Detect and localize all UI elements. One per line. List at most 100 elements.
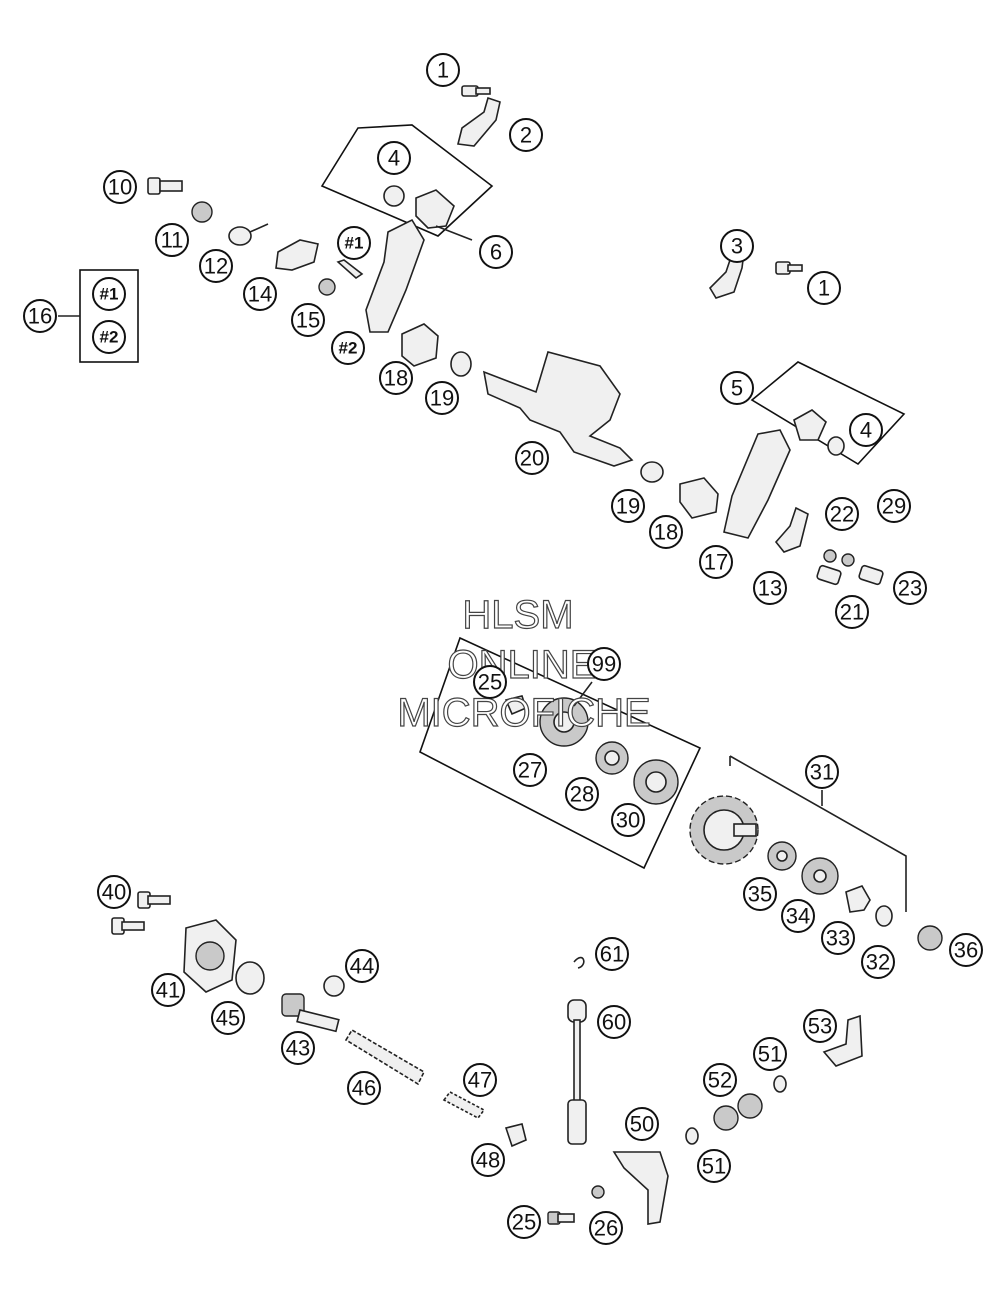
part-washer-51-upper	[773, 1075, 787, 1093]
svg-text:18: 18	[654, 520, 678, 545]
callout-1-top: 1	[426, 53, 460, 87]
callout-26: 26	[589, 1211, 623, 1245]
callout-23: 23	[893, 571, 927, 605]
part-bushing-18-left	[401, 323, 439, 367]
svg-text:99: 99	[592, 652, 616, 677]
svg-text:45: 45	[216, 1006, 240, 1031]
svg-text:#2: #2	[100, 328, 119, 347]
callout-25-bottom: 25	[507, 1205, 541, 1239]
part-rod-60	[567, 999, 587, 1145]
svg-text:61: 61	[600, 942, 624, 967]
callout-40: 40	[97, 875, 131, 909]
callout-36: 36	[949, 933, 983, 967]
callout-29: 29	[877, 489, 911, 523]
callout-22: 22	[825, 497, 859, 531]
callout-5: 5	[720, 371, 754, 405]
svg-text:1: 1	[437, 58, 449, 83]
svg-text:26: 26	[594, 1216, 618, 1241]
callout-32: 32	[861, 945, 895, 979]
part-washer-51-lower	[685, 1127, 699, 1145]
callout-4-right: 4	[849, 413, 883, 447]
svg-text:29: 29	[882, 494, 906, 519]
part-bushing-18-right	[679, 477, 719, 519]
svg-text:18: 18	[384, 366, 408, 391]
callout-52: 52	[703, 1063, 737, 1097]
part-washer-29	[841, 553, 855, 567]
part-lever-17	[723, 429, 791, 539]
upper-assembly	[147, 85, 906, 586]
kit-box-5	[750, 361, 906, 466]
svg-text:20: 20	[520, 446, 544, 471]
svg-text:14: 14	[248, 282, 272, 307]
watermark-line-2: ONLINE	[448, 643, 597, 687]
part-o-ring-19-right	[640, 461, 664, 483]
part-bushing-52	[713, 1105, 739, 1131]
watermark: HLSM ONLINE MICROFICHE	[397, 592, 652, 735]
part-o-ring-4-top	[383, 185, 405, 207]
svg-text:34: 34	[786, 904, 810, 929]
callout-43: 43	[281, 1031, 315, 1065]
callout-27: 27	[513, 753, 547, 787]
callout-35: 35	[743, 877, 777, 911]
svg-text:#1: #1	[345, 234, 364, 253]
callout-16: 16	[23, 299, 57, 333]
svg-text:23: 23	[898, 576, 922, 601]
callout-34: 34	[781, 899, 815, 933]
callout-11: 11	[155, 223, 189, 257]
part-valve-5	[793, 409, 827, 441]
callout-53: 53	[803, 1009, 837, 1043]
svg-text:53: 53	[808, 1014, 832, 1039]
svg-text:28: 28	[570, 782, 594, 807]
svg-text:19: 19	[616, 494, 640, 519]
svg-text:60: 60	[602, 1010, 626, 1035]
svg-text:1: 1	[818, 276, 830, 301]
part-nut-11	[191, 201, 213, 223]
callout-45: 45	[211, 1001, 245, 1035]
svg-text:22: 22	[830, 502, 854, 527]
part-bearing-36	[917, 925, 943, 951]
part-bolts-40	[111, 891, 171, 935]
callout-50: 50	[625, 1107, 659, 1141]
svg-text:33: 33	[826, 926, 850, 951]
part-screw-1-top	[461, 85, 491, 97]
svg-text:51: 51	[702, 1154, 726, 1179]
part-circlip-32	[875, 905, 893, 927]
part-spring-47	[442, 1090, 486, 1120]
svg-text:3: 3	[731, 234, 743, 259]
svg-text:25: 25	[478, 670, 502, 695]
svg-text:11: 11	[161, 228, 184, 253]
svg-text:43: 43	[286, 1036, 310, 1061]
svg-text:44: 44	[350, 954, 374, 979]
callout-19-left: 19	[425, 381, 459, 415]
part-spring-46	[344, 1028, 426, 1086]
part-spring-12	[228, 223, 269, 246]
callout-lever-2: #2	[331, 331, 365, 365]
part-o-ring-4-right	[827, 436, 845, 456]
callout-10: 10	[103, 170, 137, 204]
kit-box-6	[320, 124, 494, 237]
part-bolt-10	[147, 177, 183, 195]
svg-text:5: 5	[731, 376, 743, 401]
svg-text:19: 19	[430, 386, 454, 411]
svg-text:4: 4	[860, 418, 872, 443]
callout-13: 13	[753, 571, 787, 605]
callout-box-pin-1: #1	[92, 277, 126, 311]
part-pin-1	[336, 259, 364, 280]
svg-text:4: 4	[388, 146, 400, 171]
callout-6: 6	[479, 235, 513, 269]
callout-99: 99	[587, 647, 621, 681]
part-screw-1-right	[775, 261, 803, 275]
callout-box-lever-2: #2	[92, 320, 126, 354]
callout-31: 31	[805, 755, 839, 789]
part-bolt-25-bottom	[547, 1211, 575, 1225]
callout-15: 15	[291, 303, 325, 337]
svg-text:27: 27	[518, 758, 542, 783]
callout-2: 2	[509, 118, 543, 152]
svg-text:50: 50	[630, 1112, 654, 1137]
part-shaft-20	[482, 351, 634, 467]
callout-25-mid: 25	[473, 665, 507, 699]
svg-text:13: 13	[758, 576, 782, 601]
part-screw-21	[816, 564, 842, 586]
callout-20: 20	[515, 441, 549, 475]
svg-text:25: 25	[512, 1210, 536, 1235]
